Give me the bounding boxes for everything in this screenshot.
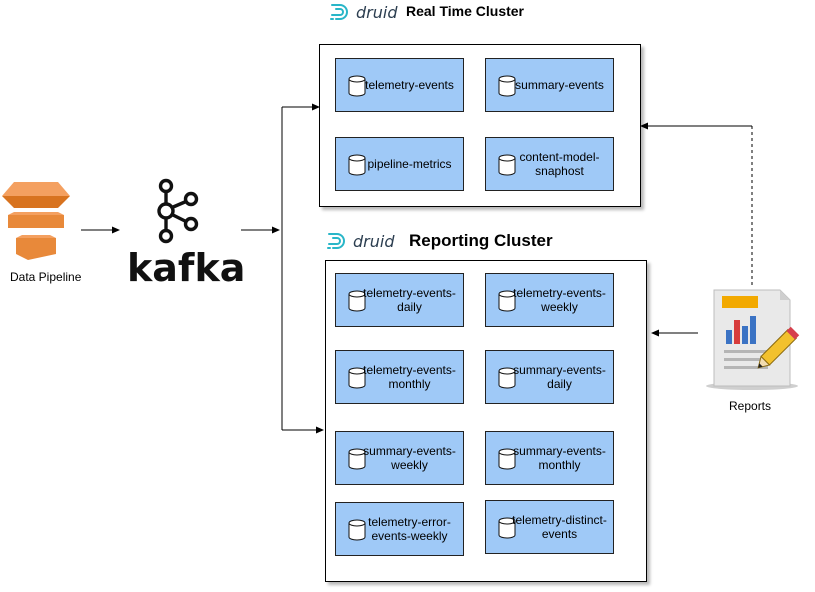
database-icon [498,154,516,176]
data-pipeline-stack-icon [2,182,70,260]
datasource-label: summary-events-weekly [363,444,456,472]
data-pipeline-label: Data Pipeline [10,270,82,284]
datasource-telemetry-events[interactable]: telemetry-events [335,58,464,112]
reports-label: Reports [729,399,772,413]
reporting-cluster-title: Reporting Cluster [409,231,553,250]
datasource-telemetry-events-daily[interactable]: telemetry-events-daily [335,273,464,327]
database-icon [498,517,516,539]
database-icon [348,75,366,97]
kafka-node: kafka [126,176,245,290]
datasource-telemetry-distinct-events[interactable]: telemetry-distinct-events [485,500,614,554]
reporting-druid-logo: druid [327,230,394,252]
datasource-summary-events-daily[interactable]: summary-events-daily [485,350,614,404]
druid-wordmark: druid [356,2,398,22]
datasource-label: telemetry-distinct-events [512,513,607,541]
datasource-label: pipeline-metrics [367,157,452,171]
datasource-telemetry-events-weekly[interactable]: telemetry-events-weekly [485,273,614,327]
database-icon [348,154,366,176]
kafka-label: kafka [127,246,246,290]
datasource-label: telemetry-events-monthly [363,363,456,391]
realtime-cluster-title: Real Time Cluster [406,3,525,19]
datasource-pipeline-metrics[interactable]: pipeline-metrics [335,137,464,191]
datasource-telemetry-events-monthly[interactable]: telemetry-events-monthly [335,350,464,404]
datasource-label: content-model-snaphost [519,150,600,178]
datasource-label: telemetry-events-daily [363,286,456,314]
database-icon [498,448,516,470]
data-pipeline-node: Data Pipeline [0,178,82,288]
druid-logo-icon [330,4,348,20]
datasource-summary-events[interactable]: summary-events [485,58,614,112]
kafka-logo-icon [157,178,199,244]
realtime-cluster: telemetry-events summary-events pipeline… [319,44,641,207]
druid-logo-icon [327,233,345,249]
reports-node: Reports [700,286,810,416]
datasource-label: summary-events-daily [513,363,606,391]
datasource-label: telemetry-events-weekly [513,286,606,314]
druid-wordmark: druid [353,231,395,251]
database-icon [498,75,516,97]
datasource-label: summary-events [515,78,604,92]
database-icon [498,290,516,312]
database-icon [348,290,366,312]
database-icon [348,519,366,541]
datasource-summary-events-weekly[interactable]: summary-events-weekly [335,431,464,485]
datasource-label: summary-events-monthly [513,444,606,472]
database-icon [348,367,366,389]
reporting-cluster: telemetry-events-daily telemetry-events-… [325,260,647,582]
datasource-telemetry-error-events-weekly[interactable]: telemetry-error-events-weekly [335,502,464,556]
database-icon [498,367,516,389]
report-document-icon [706,289,800,390]
datasource-content-model-snaphost[interactable]: content-model-snaphost [485,137,614,191]
datasource-label: telemetry-error-events-weekly [368,515,451,543]
realtime-druid-logo: druid [330,1,397,23]
database-icon [348,448,366,470]
datasource-summary-events-monthly[interactable]: summary-events-monthly [485,431,614,485]
datasource-label: telemetry-events [365,78,454,92]
